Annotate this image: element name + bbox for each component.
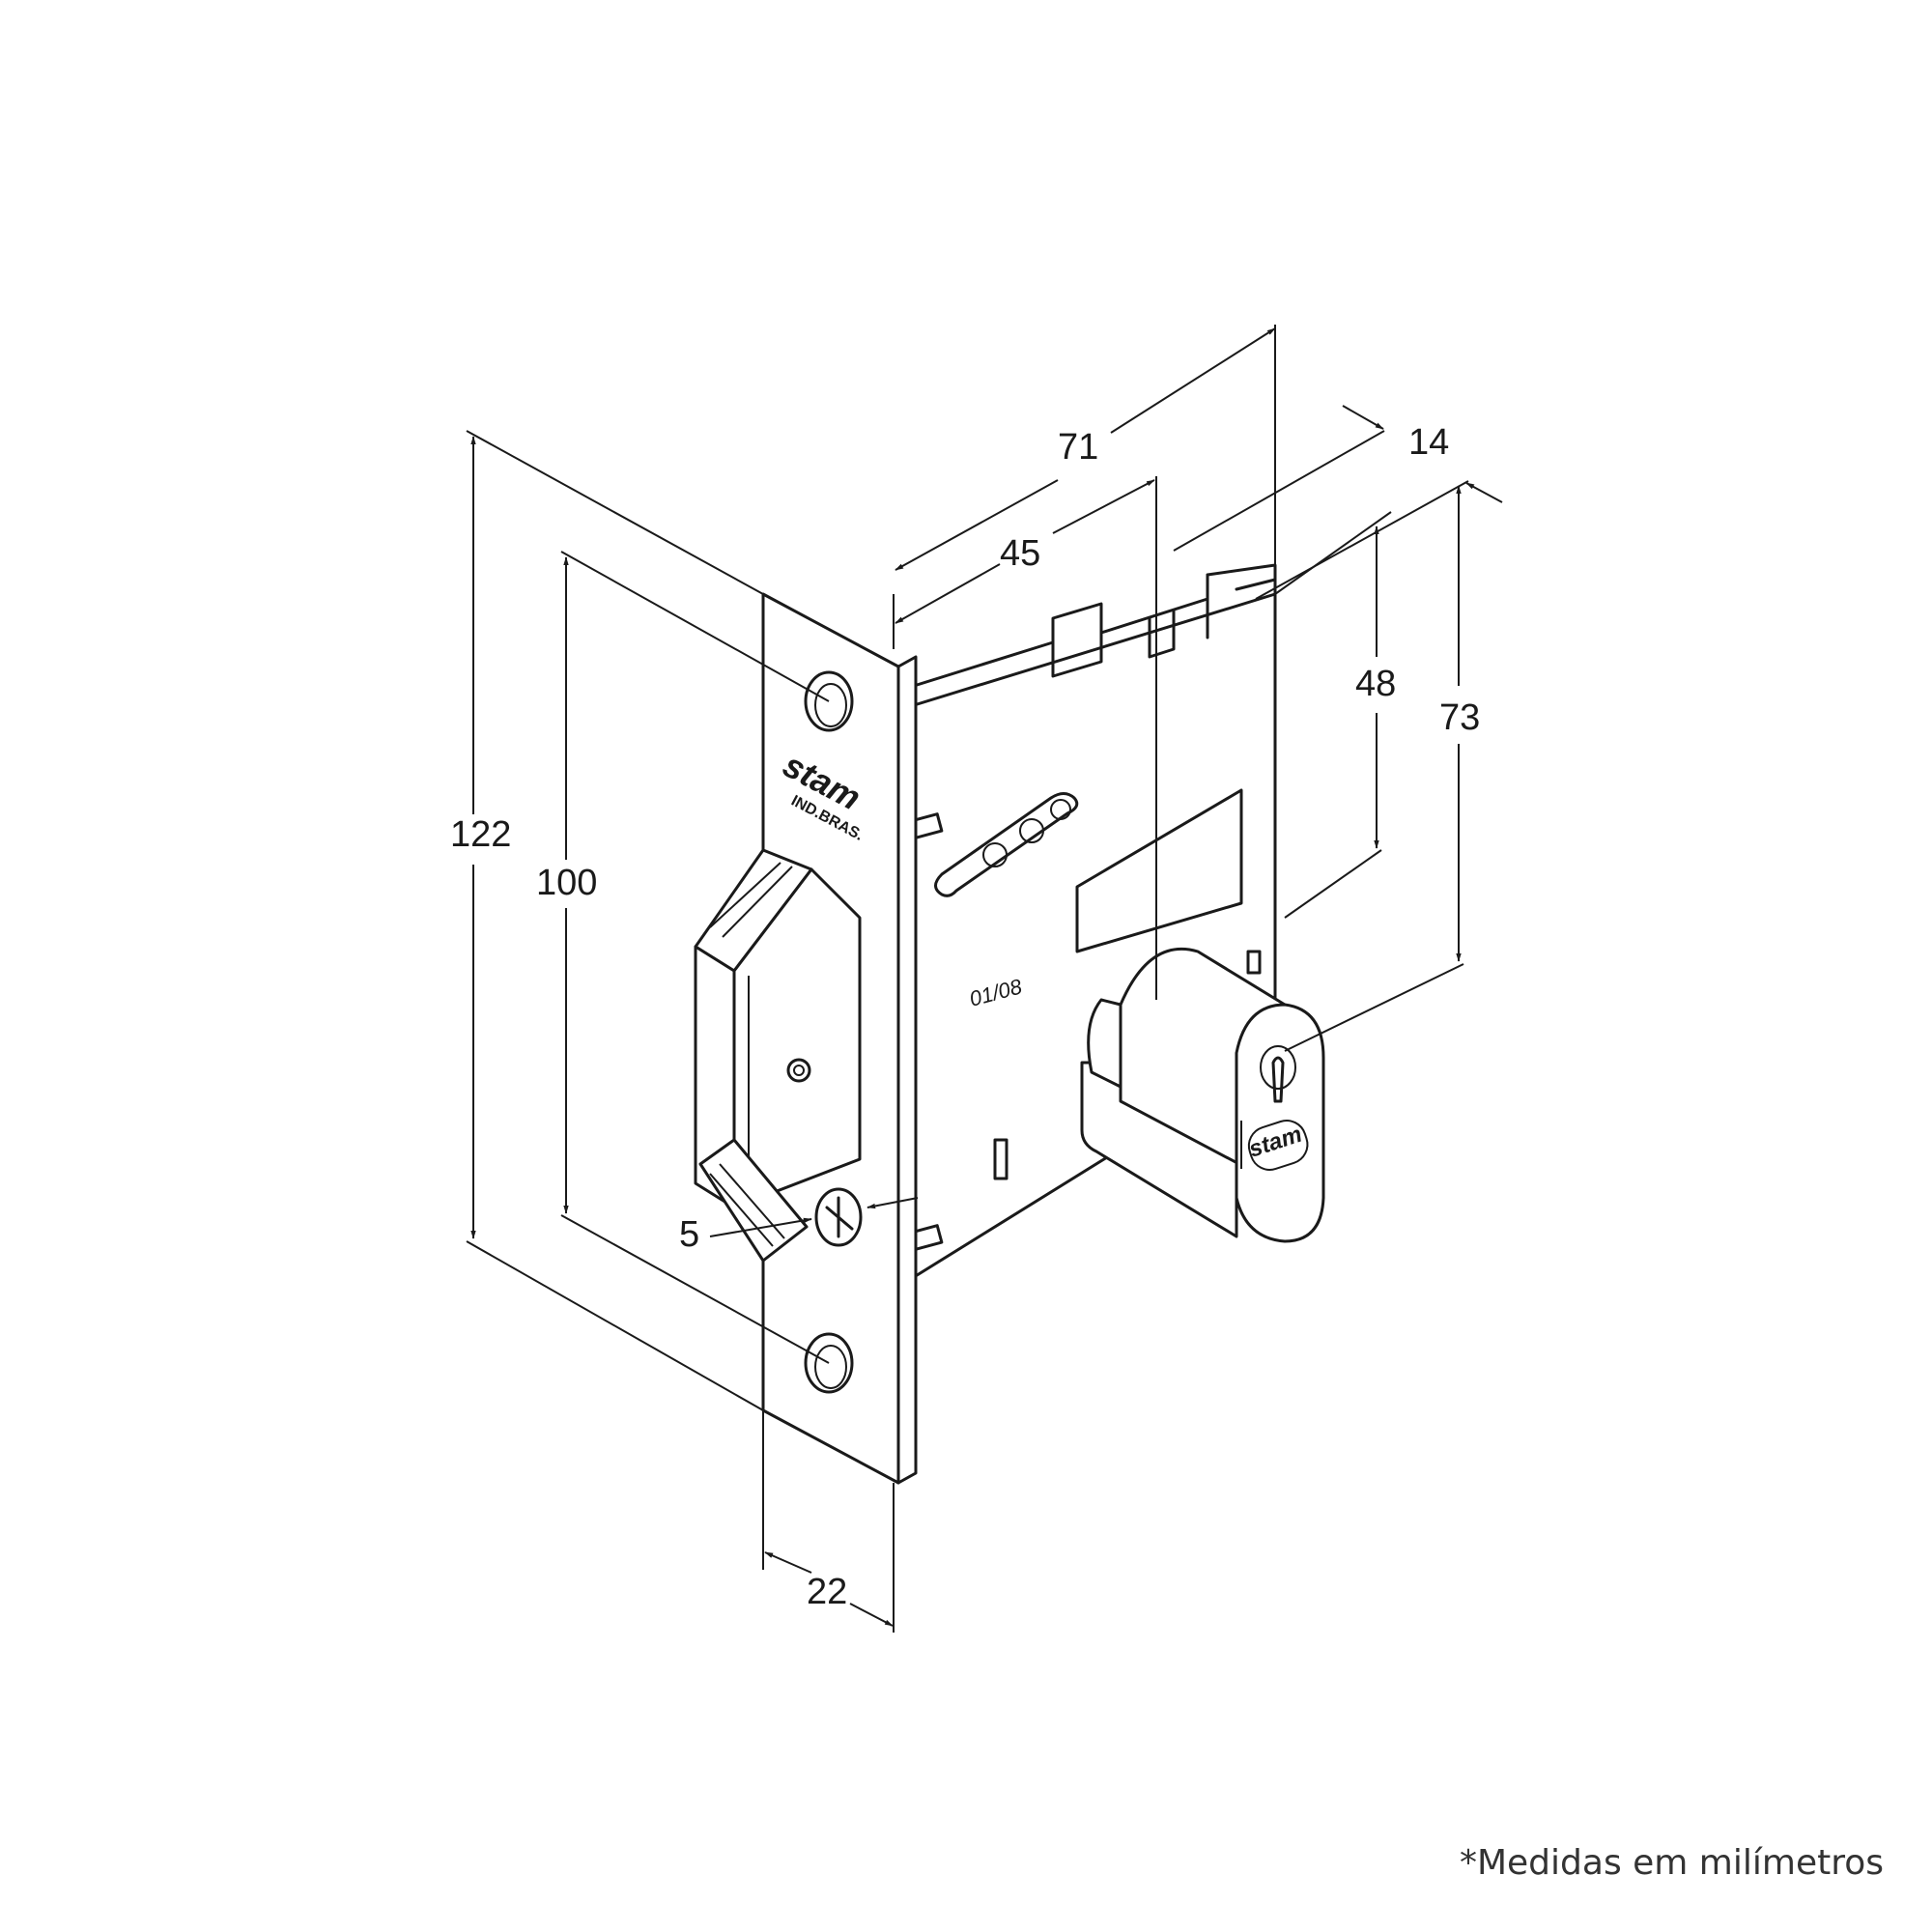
units-footnote: *Medidas em milímetros: [1459, 1843, 1884, 1883]
dimension-14: 14: [1408, 422, 1449, 463]
dimension-lines: [470, 327, 1503, 1627]
dimension-22: 22: [807, 1572, 847, 1612]
bottom-mounting-hole: [804, 1332, 854, 1394]
dimension-45: 45: [1000, 533, 1040, 574]
faceplate: stam IND.BRAS.: [761, 592, 918, 1485]
dimension-48: 48: [1355, 664, 1396, 704]
hub-slot: [934, 792, 1079, 897]
dimension-100: 100: [536, 863, 597, 903]
top-mounting-hole: [804, 670, 854, 732]
dimension-71: 71: [1058, 427, 1098, 468]
latch-bolt: [694, 848, 862, 1263]
dimension-5: 5: [679, 1214, 699, 1255]
extension-lines: [466, 325, 1469, 1633]
dimension-73: 73: [1439, 697, 1480, 738]
lock-cylinder: stam: [1080, 947, 1325, 1243]
keyway-icon: [1260, 1045, 1296, 1103]
phillips-screw-icon: [814, 1187, 863, 1247]
dimension-122: 122: [450, 814, 511, 855]
